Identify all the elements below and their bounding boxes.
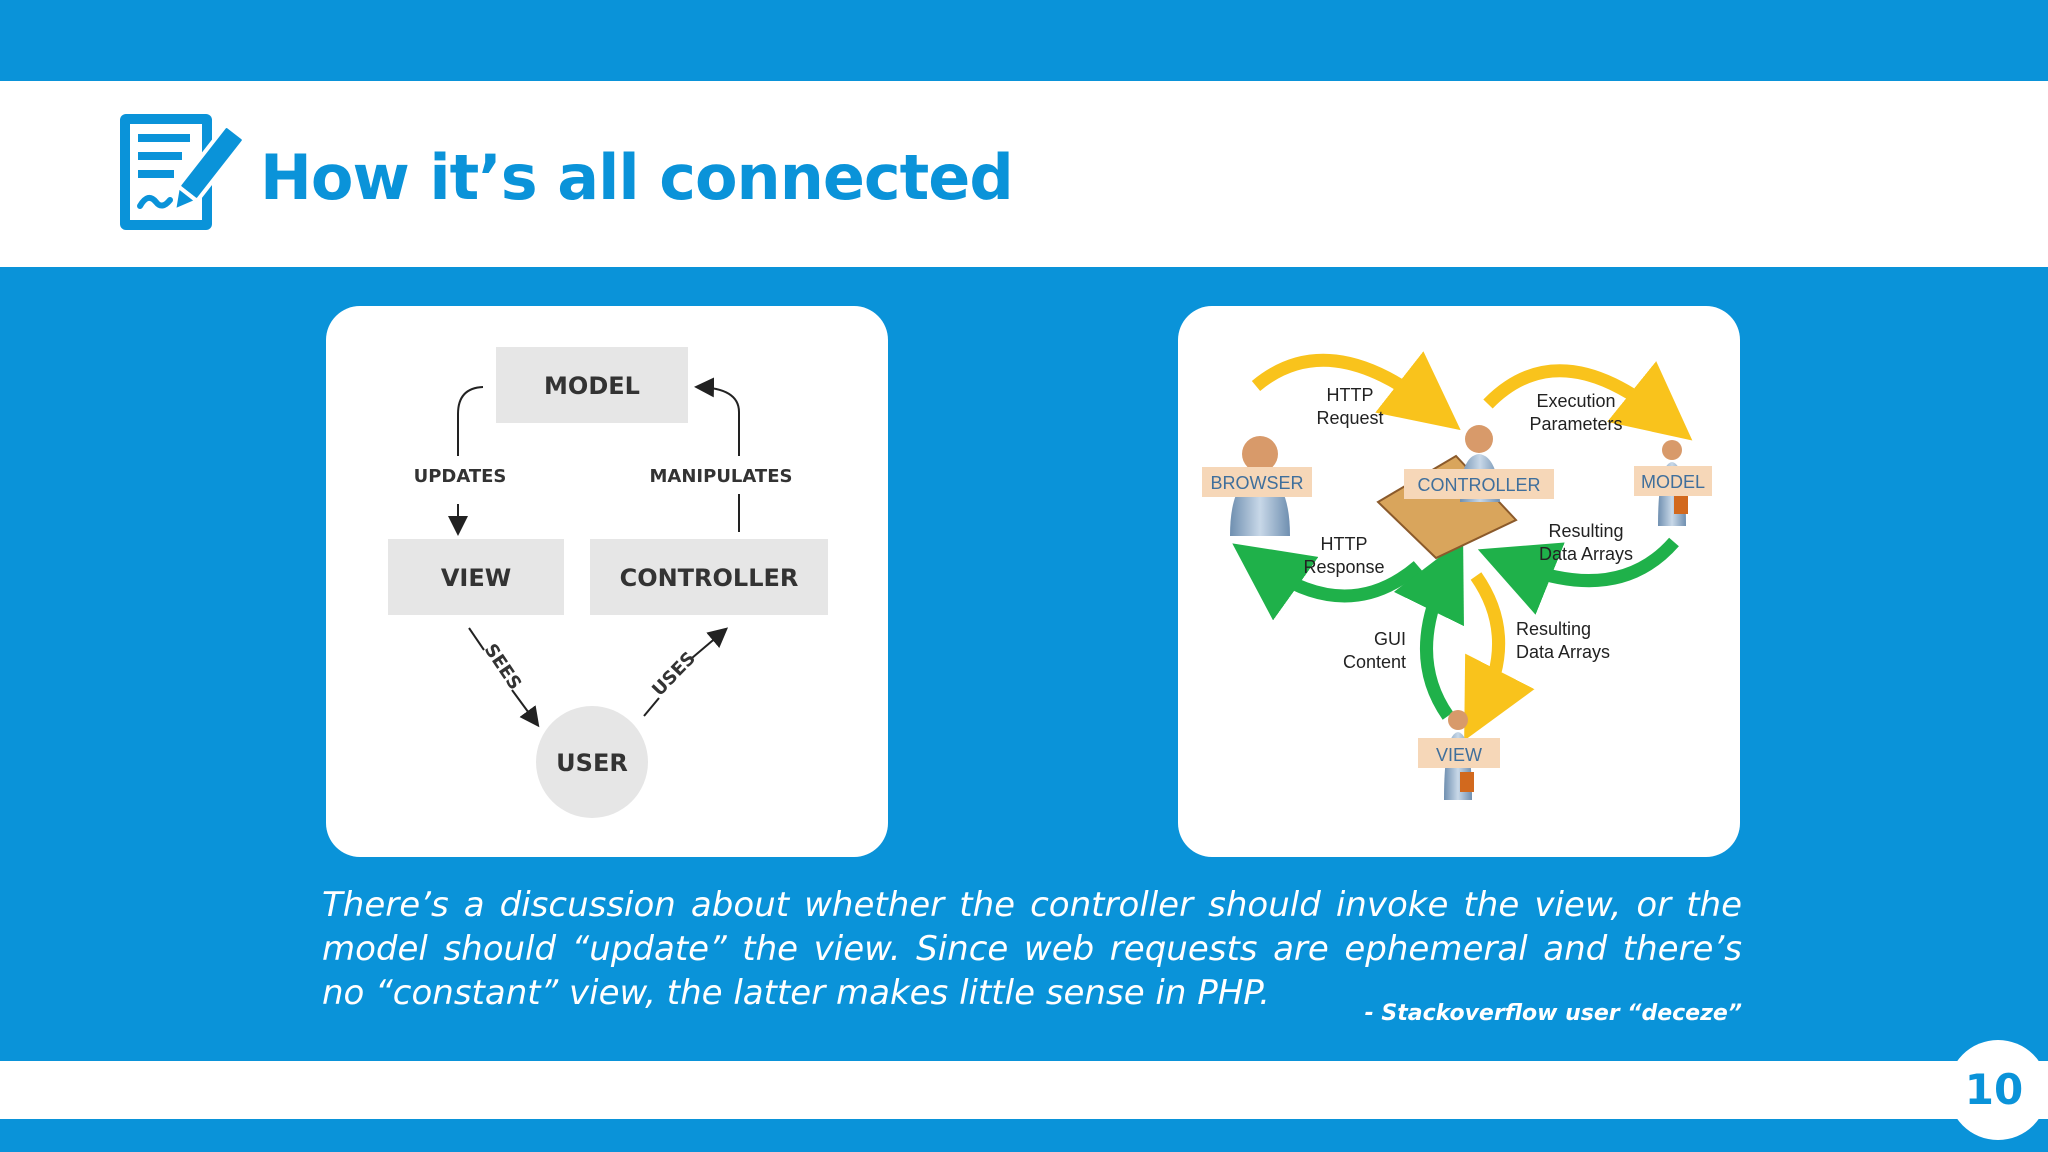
http-response-label-line-1: HTTP — [1321, 534, 1368, 554]
execution-parameters-arrow — [1483, 361, 1693, 441]
controller-node: CONTROLLER — [590, 539, 828, 615]
http-response-label-line-2: Response — [1303, 557, 1384, 577]
http-request-label-line-2: Request — [1316, 408, 1383, 428]
browser-label: BROWSER — [1210, 473, 1303, 493]
view-label: VIEW — [1436, 745, 1482, 765]
gui-content-label-line-1: GUI — [1374, 629, 1406, 649]
http-request-label-line-1: HTTP — [1327, 385, 1374, 405]
sees-label: SEES — [480, 640, 526, 694]
resulting-data-arrays-2-line-1: Resulting — [1516, 619, 1591, 639]
updates-arrow — [457, 386, 484, 456]
model-node-label: MODEL — [544, 372, 640, 400]
top-band — [0, 0, 2048, 81]
updates-label: UPDATES — [414, 466, 507, 487]
gui-content-arrow — [1393, 538, 1464, 720]
controller-node-label: CONTROLLER — [620, 564, 799, 592]
user-node: USER — [536, 706, 648, 818]
mvc-web-flow-diagram: BROWSER CONTROLLER MODEL VIEW HTTP Reque… — [1202, 351, 1712, 800]
controller-label: CONTROLLER — [1417, 475, 1540, 495]
resulting-data-arrays-green-arrow — [1477, 537, 1679, 615]
manipulates-arrow-head — [694, 377, 740, 456]
quote-attribution: - Stackoverflow user “deceze” — [1364, 1001, 1742, 1026]
resulting-data-arrays-1-line-2: Data Arrays — [1539, 544, 1633, 564]
footer-white-band — [0, 1061, 2048, 1119]
gui-content-label-line-2: Content — [1343, 652, 1406, 672]
page-title: How it’s all connected — [260, 141, 1014, 214]
quote-text: There’s a discussion about whether the c… — [322, 885, 1742, 1013]
user-node-label: USER — [556, 749, 628, 777]
http-request-arrow — [1251, 351, 1461, 431]
title-band — [0, 81, 2048, 267]
resulting-data-arrays-1-line-1: Resulting — [1548, 521, 1623, 541]
uses-arrow — [643, 697, 660, 717]
footer-band — [0, 1119, 2048, 1152]
mvc-diagram-card: MODEL VIEW CONTROLLER USER UPDATES MANIP… — [326, 306, 888, 857]
uses-arrow-head — [691, 627, 729, 659]
model-node: MODEL — [496, 347, 688, 423]
model-label: MODEL — [1641, 472, 1705, 492]
sees-arrow-head — [511, 689, 540, 728]
page-number: 10 — [1948, 1040, 2048, 1140]
mvc-diagram: MODEL VIEW CONTROLLER USER UPDATES MANIP… — [388, 347, 828, 818]
mvc-web-flow-card: BROWSER CONTROLLER MODEL VIEW HTTP Reque… — [1178, 306, 1740, 857]
execution-parameters-label-line-2: Parameters — [1529, 414, 1622, 434]
resulting-data-arrays-yellow-arrow — [1464, 572, 1535, 741]
view-node-label: VIEW — [441, 564, 511, 592]
manipulates-label: MANIPULATES — [650, 466, 793, 487]
view-node: VIEW — [388, 539, 564, 615]
uses-label: USES — [648, 648, 700, 701]
sees-arrow — [468, 627, 485, 651]
execution-parameters-label-line-1: Execution — [1536, 391, 1615, 411]
resulting-data-arrays-2-line-2: Data Arrays — [1516, 642, 1610, 662]
edit-document-icon — [120, 114, 242, 230]
